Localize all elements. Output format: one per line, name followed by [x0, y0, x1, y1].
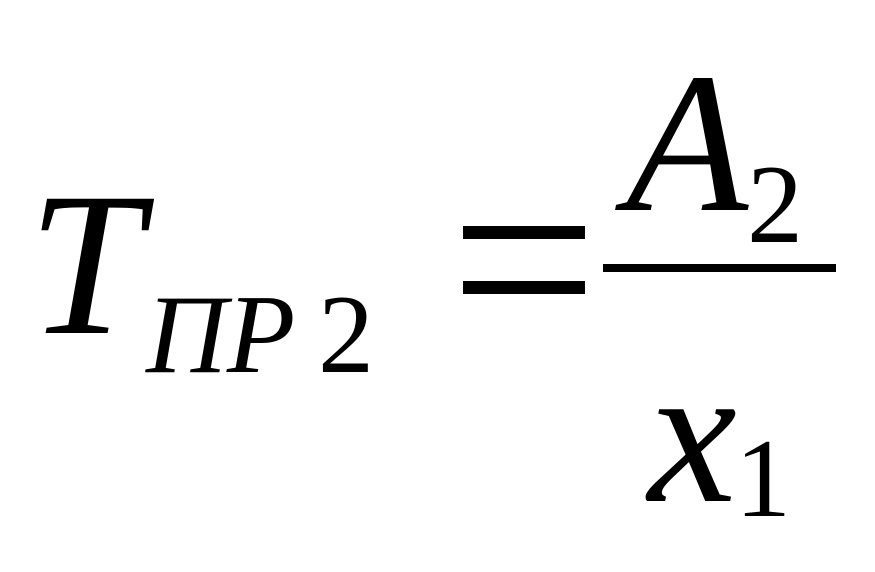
lhs-subscript-digit: 2	[318, 273, 374, 397]
fraction-bar	[603, 264, 836, 272]
equals-sign	[463, 226, 585, 294]
numerator-subscript: 2	[747, 143, 803, 267]
lhs-subscript-letters: ПР	[146, 273, 296, 397]
numerator-symbol: A	[626, 33, 749, 254]
equals-bar-top	[463, 226, 585, 239]
denominator-symbol: x	[648, 324, 737, 545]
equals-bar-bottom	[463, 281, 585, 294]
lhs-symbol: T	[28, 151, 143, 378]
denominator-subscript: 1	[735, 417, 791, 541]
